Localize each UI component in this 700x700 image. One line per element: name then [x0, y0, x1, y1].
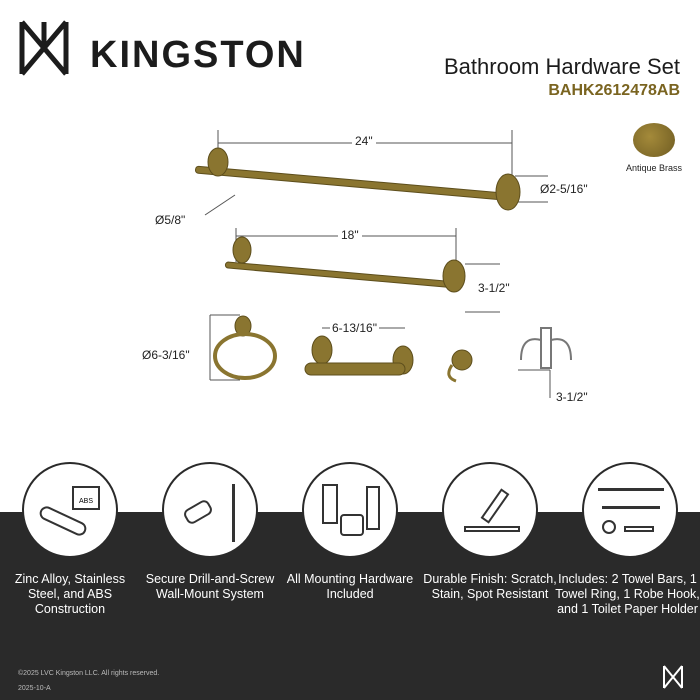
dim-bar24-length: 24" [352, 134, 376, 148]
dim-flange-diameter: Ø2-5/16" [540, 182, 588, 196]
finish-label: Antique Brass [625, 163, 683, 173]
feature-hardware-included: All Mounting Hardware Included [286, 572, 414, 601]
dim-hook-projection: 3-1/2" [556, 390, 588, 404]
robe-hook-line-drawing [520, 327, 572, 369]
product-title: Bathroom Hardware Set [444, 54, 680, 79]
copyright: ©2025 LVC Kingston LLC. All rights reser… [18, 670, 160, 677]
dim-bar-projection: 3-1/2" [478, 281, 510, 295]
feature-includes: Includes: 2 Towel Bars, 1 Towel Ring, 1 … [555, 572, 700, 616]
set-contents-icon [582, 462, 678, 558]
dim-tp-width: 6-13/16" [330, 321, 379, 335]
materials-icon: ABS [22, 462, 118, 558]
revision: 2025-10-A [18, 685, 51, 692]
finish-icon [442, 462, 538, 558]
finish-swatch [633, 123, 675, 157]
product-sku: BAHK2612478AB [548, 82, 680, 99]
dimension-lines [204, 130, 551, 398]
logo-icon [19, 20, 69, 76]
brand-name: KINGSTON [90, 34, 306, 76]
dim-ring-diameter: Ø6-3/16" [142, 348, 190, 362]
feature-durable-finish: Durable Finish: Scratch, Stain, Spot Res… [423, 572, 557, 601]
feature-mounting-system: Secure Drill-and-Screw Wall-Mount System [145, 572, 275, 601]
dim-bar-diameter: Ø5/8" [155, 213, 186, 227]
drill-icon [162, 462, 258, 558]
product-images [195, 147, 521, 383]
feature-materials: Zinc Alloy, Stainless Steel, and ABS Con… [14, 572, 126, 616]
dim-bar18-length: 18" [338, 228, 362, 242]
hardware-icon [302, 462, 398, 558]
